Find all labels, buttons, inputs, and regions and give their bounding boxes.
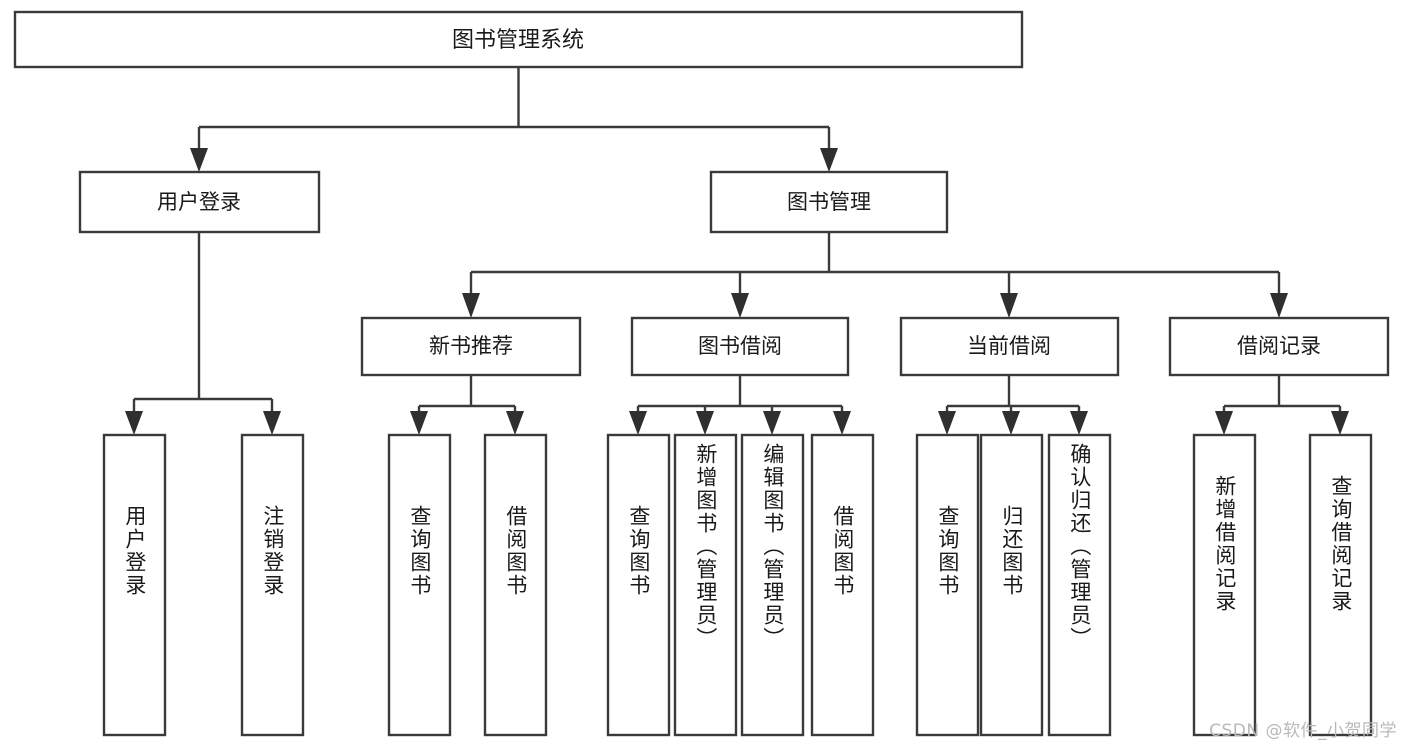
arrow-head-to-current-borrow xyxy=(1000,293,1018,318)
node-book-borrow-box[interactable] xyxy=(630,316,850,377)
node-current-borrow-box[interactable] xyxy=(899,316,1120,377)
connector-group-current-borrow xyxy=(938,375,1088,435)
leaf-box-user-login-2[interactable] xyxy=(240,433,305,737)
leaf-box-book-borrow-2[interactable] xyxy=(673,433,738,737)
arrow-head-to-book-borrow xyxy=(731,293,749,318)
arrow-head-leaf-bb-2 xyxy=(696,411,714,435)
node-root-label: 图书管理系统 xyxy=(452,28,584,53)
node-current-borrow-label: 当前借阅 xyxy=(967,334,1051,358)
node-user-login-box[interactable] xyxy=(78,170,321,234)
arrow-head-leaf-br-1 xyxy=(1215,411,1233,435)
leaf-box-borrow-record-1[interactable] xyxy=(1192,433,1257,737)
connector-group-root xyxy=(190,67,838,172)
connector-group-book-borrow xyxy=(629,375,851,435)
arrow-head-leaf-br-2 xyxy=(1331,411,1349,435)
node-book-manage-label: 图书管理 xyxy=(787,190,871,214)
arrow-head-leaf-cb-1 xyxy=(938,411,956,435)
leaf-box-book-borrow-1[interactable] xyxy=(606,433,671,737)
arrow-head-leaf-new-book-1 xyxy=(410,411,428,435)
connector-group-book-manage xyxy=(462,232,1288,318)
node-borrow-record-label: 借阅记录 xyxy=(1237,334,1321,358)
leaf-box-new-book-1[interactable] xyxy=(387,433,452,737)
arrow-head-to-book-manage xyxy=(820,148,838,172)
connector-group-borrow-record xyxy=(1215,375,1349,435)
arrow-head-to-new-book xyxy=(462,293,480,318)
leaf-box-new-book-2[interactable] xyxy=(483,433,548,737)
node-new-book-box[interactable] xyxy=(360,316,582,377)
node-borrow-record-box[interactable] xyxy=(1168,316,1390,377)
node-user-login-label: 用户登录 xyxy=(157,190,241,214)
arrow-head-leaf-user-login-2 xyxy=(263,411,281,435)
node-new-book-label: 新书推荐 xyxy=(429,334,513,358)
leaf-box-borrow-record-2[interactable] xyxy=(1308,433,1373,737)
arrow-head-to-borrow-record xyxy=(1270,293,1288,318)
leaf-box-current-borrow-1[interactable] xyxy=(915,433,980,737)
leaf-box-user-login-1[interactable] xyxy=(102,433,167,737)
arrow-head-leaf-cb-3 xyxy=(1070,411,1088,435)
arrow-head-leaf-new-book-2 xyxy=(506,411,524,435)
leaf-box-book-borrow-3[interactable] xyxy=(740,433,805,737)
leaf-box-current-borrow-3[interactable] xyxy=(1047,433,1112,737)
connector-group-new-book xyxy=(410,375,524,435)
connector-group-user-login xyxy=(125,232,281,435)
arrow-head-to-user-login xyxy=(190,148,208,172)
node-book-manage-box[interactable] xyxy=(709,170,949,234)
arrow-head-leaf-bb-4 xyxy=(833,411,851,435)
arrow-head-leaf-bb-3 xyxy=(763,411,781,435)
arrow-head-leaf-bb-1 xyxy=(629,411,647,435)
arrow-head-leaf-cb-2 xyxy=(1002,411,1020,435)
node-root-box[interactable] xyxy=(13,10,1024,69)
node-book-borrow-label: 图书借阅 xyxy=(698,334,782,358)
leaf-box-book-borrow-4[interactable] xyxy=(810,433,875,737)
arrow-head-leaf-user-login-1 xyxy=(125,411,143,435)
leaf-box-current-borrow-2[interactable] xyxy=(979,433,1044,737)
